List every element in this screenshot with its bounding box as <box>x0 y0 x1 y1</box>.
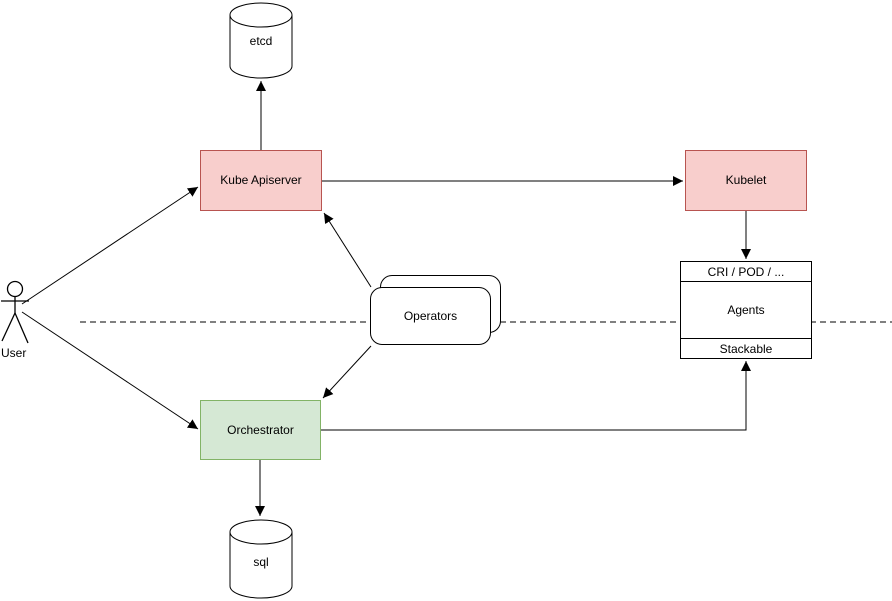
etcd-label: etcd <box>249 34 273 48</box>
agents-footer: Stackable <box>681 338 811 358</box>
connector-orchestrator-to-stackable <box>321 361 751 431</box>
user-actor[interactable] <box>1 280 29 344</box>
connector-user-to-apiserver <box>21 186 199 305</box>
connector-user-to-orchestrator <box>21 311 199 430</box>
agents-footer-label: Stackable <box>719 341 773 356</box>
connector-operators-to-orchestrator <box>322 345 372 399</box>
agents-header: CRI / POD / ... <box>681 262 811 282</box>
connector-operators-to-apiserver <box>323 212 372 288</box>
operators-label: Operators <box>403 309 458 323</box>
sql-label: sql <box>253 555 269 569</box>
node-kubelet[interactable]: Kubelet <box>685 150 807 211</box>
node-orchestrator[interactable]: Orchestrator <box>200 400 321 460</box>
etcd-database-shape[interactable] <box>229 2 293 79</box>
node-operators[interactable]: Operators <box>370 287 491 345</box>
orchestrator-label: Orchestrator <box>227 422 294 437</box>
agents-header-label: CRI / POD / ... <box>707 264 785 279</box>
kube-apiserver-label: Kube Apiserver <box>220 173 302 188</box>
user-label: User <box>1 346 27 360</box>
sql-database-shape[interactable] <box>229 519 293 599</box>
kubelet-label: Kubelet <box>725 173 767 188</box>
agents-body: Agents <box>681 282 811 338</box>
agents-body-label: Agents <box>727 303 765 317</box>
node-agents-stack[interactable]: CRI / POD / ... Agents Stackable <box>680 261 812 359</box>
node-kube-apiserver[interactable]: Kube Apiserver <box>200 150 322 211</box>
